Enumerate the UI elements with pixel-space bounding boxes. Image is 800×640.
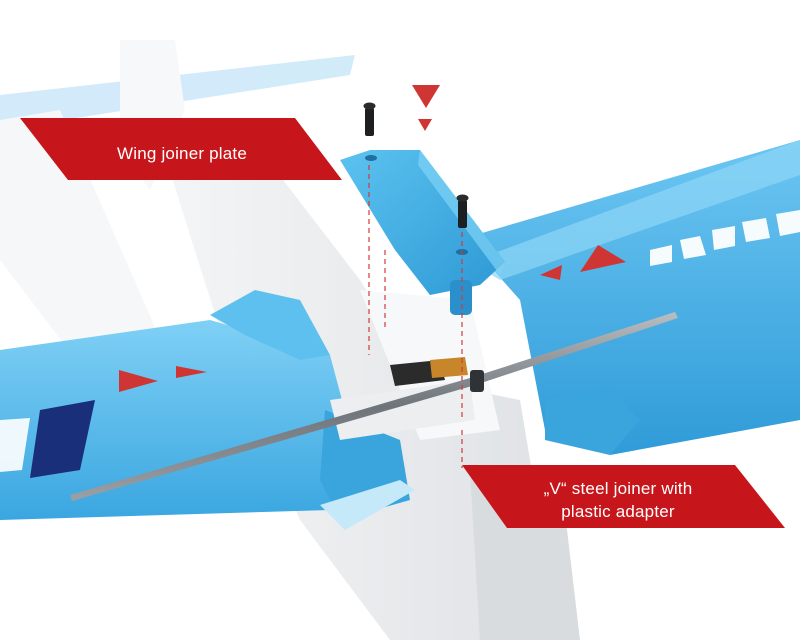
- direction-arrows: [119, 85, 626, 392]
- left-wing: [0, 290, 415, 530]
- steel-joiner-label: „V“ steel joiner with plastic adapter: [508, 477, 728, 523]
- arrow-left-large: [580, 245, 626, 272]
- arrow-left-small: [540, 265, 562, 280]
- wing-joiner-plate-label: Wing joiner plate: [92, 142, 272, 165]
- arrow-right-small: [176, 366, 207, 378]
- steel-joiner-text-line2: plastic adapter: [561, 502, 675, 521]
- steel-joiner-rod: [70, 312, 678, 501]
- callout-banner-wing-joiner: [20, 118, 342, 180]
- assembly-guide-lines: [368, 165, 463, 468]
- arrow-down-small: [418, 119, 432, 131]
- callout-banner-steel-joiner: [462, 465, 785, 528]
- arrow-down-large: [412, 85, 440, 108]
- wing-joiner-plate-text: Wing joiner plate: [116, 144, 248, 163]
- right-wing: [465, 140, 800, 455]
- steel-joiner-text-line1: „V“ steel joiner with: [543, 479, 693, 498]
- arrow-right-large: [119, 370, 158, 392]
- screw-left: [363, 102, 376, 136]
- screw-right: [456, 194, 469, 228]
